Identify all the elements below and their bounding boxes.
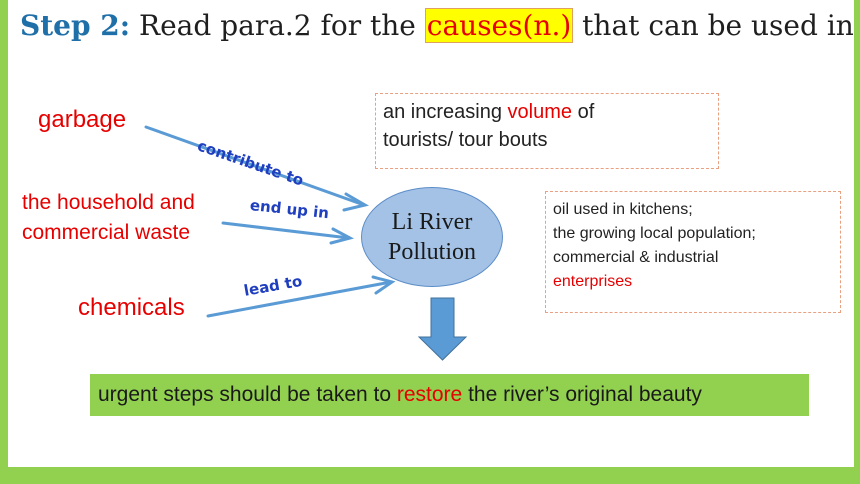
result-banner: urgent steps should be taken to restore … — [90, 374, 809, 416]
title-text-after: that can be used in OUR report. — [582, 9, 854, 42]
box1-text-after: of — [572, 101, 595, 123]
cause-chemicals: chemicals — [78, 294, 185, 322]
box1-line1: an increasing volume of — [383, 98, 711, 126]
box1-line2: tourists/ tour bouts — [383, 129, 548, 151]
result-text-before: urgent steps should be taken to — [98, 383, 397, 406]
down-arrow-icon — [417, 297, 468, 361]
box1-text-before: an increasing — [383, 101, 508, 123]
box2-line2: the growing local population; — [553, 225, 756, 242]
result-text-after: the river’s original beauty — [462, 383, 702, 406]
step-label: Step 2: — [20, 9, 131, 42]
center-line2: Pollution — [387, 239, 477, 265]
step-title: Step 2: Read para.2 for the causes(n.) t… — [20, 6, 854, 46]
arrow-garbage-head — [342, 192, 370, 212]
arrow-waste-head — [329, 227, 355, 245]
title-text-before: Read para.2 for the — [130, 9, 425, 42]
arrow-garbage — [144, 125, 366, 207]
arrow-chemicals — [206, 280, 393, 318]
local-causes-box: oil used in kitchens; the growing local … — [545, 191, 841, 313]
center-node-li-river-pollution: Li River Pollution — [361, 187, 503, 287]
cause-household-line2: commercial waste — [22, 221, 191, 244]
cause-garbage-text: garbage — [38, 106, 127, 133]
cause-garbage: garbage — [38, 106, 126, 134]
result-highlight: restore — [396, 383, 463, 406]
cause-household-waste: the household and commercial waste — [22, 188, 195, 248]
cause-chemicals-text: chemicals — [78, 294, 185, 321]
arrow-layer — [144, 125, 468, 361]
arrow-waste — [221, 221, 351, 240]
center-line1: Li River — [391, 209, 473, 235]
tourists-cause-box: an increasing volume of tourists/ tour b… — [375, 93, 719, 169]
box2-highlight: enterprises — [553, 273, 633, 290]
box2-line3: commercial & industrial — [553, 249, 719, 266]
arrow-chemicals-head — [371, 275, 396, 295]
title-highlight: causes(n.) — [424, 8, 574, 43]
box1-highlight: volume — [507, 101, 573, 123]
cause-household-line1: the household and — [22, 191, 195, 214]
box2-line1: oil used in kitchens; — [553, 201, 693, 218]
slide: Step 2: Read para.2 for the causes(n.) t… — [8, 0, 854, 467]
